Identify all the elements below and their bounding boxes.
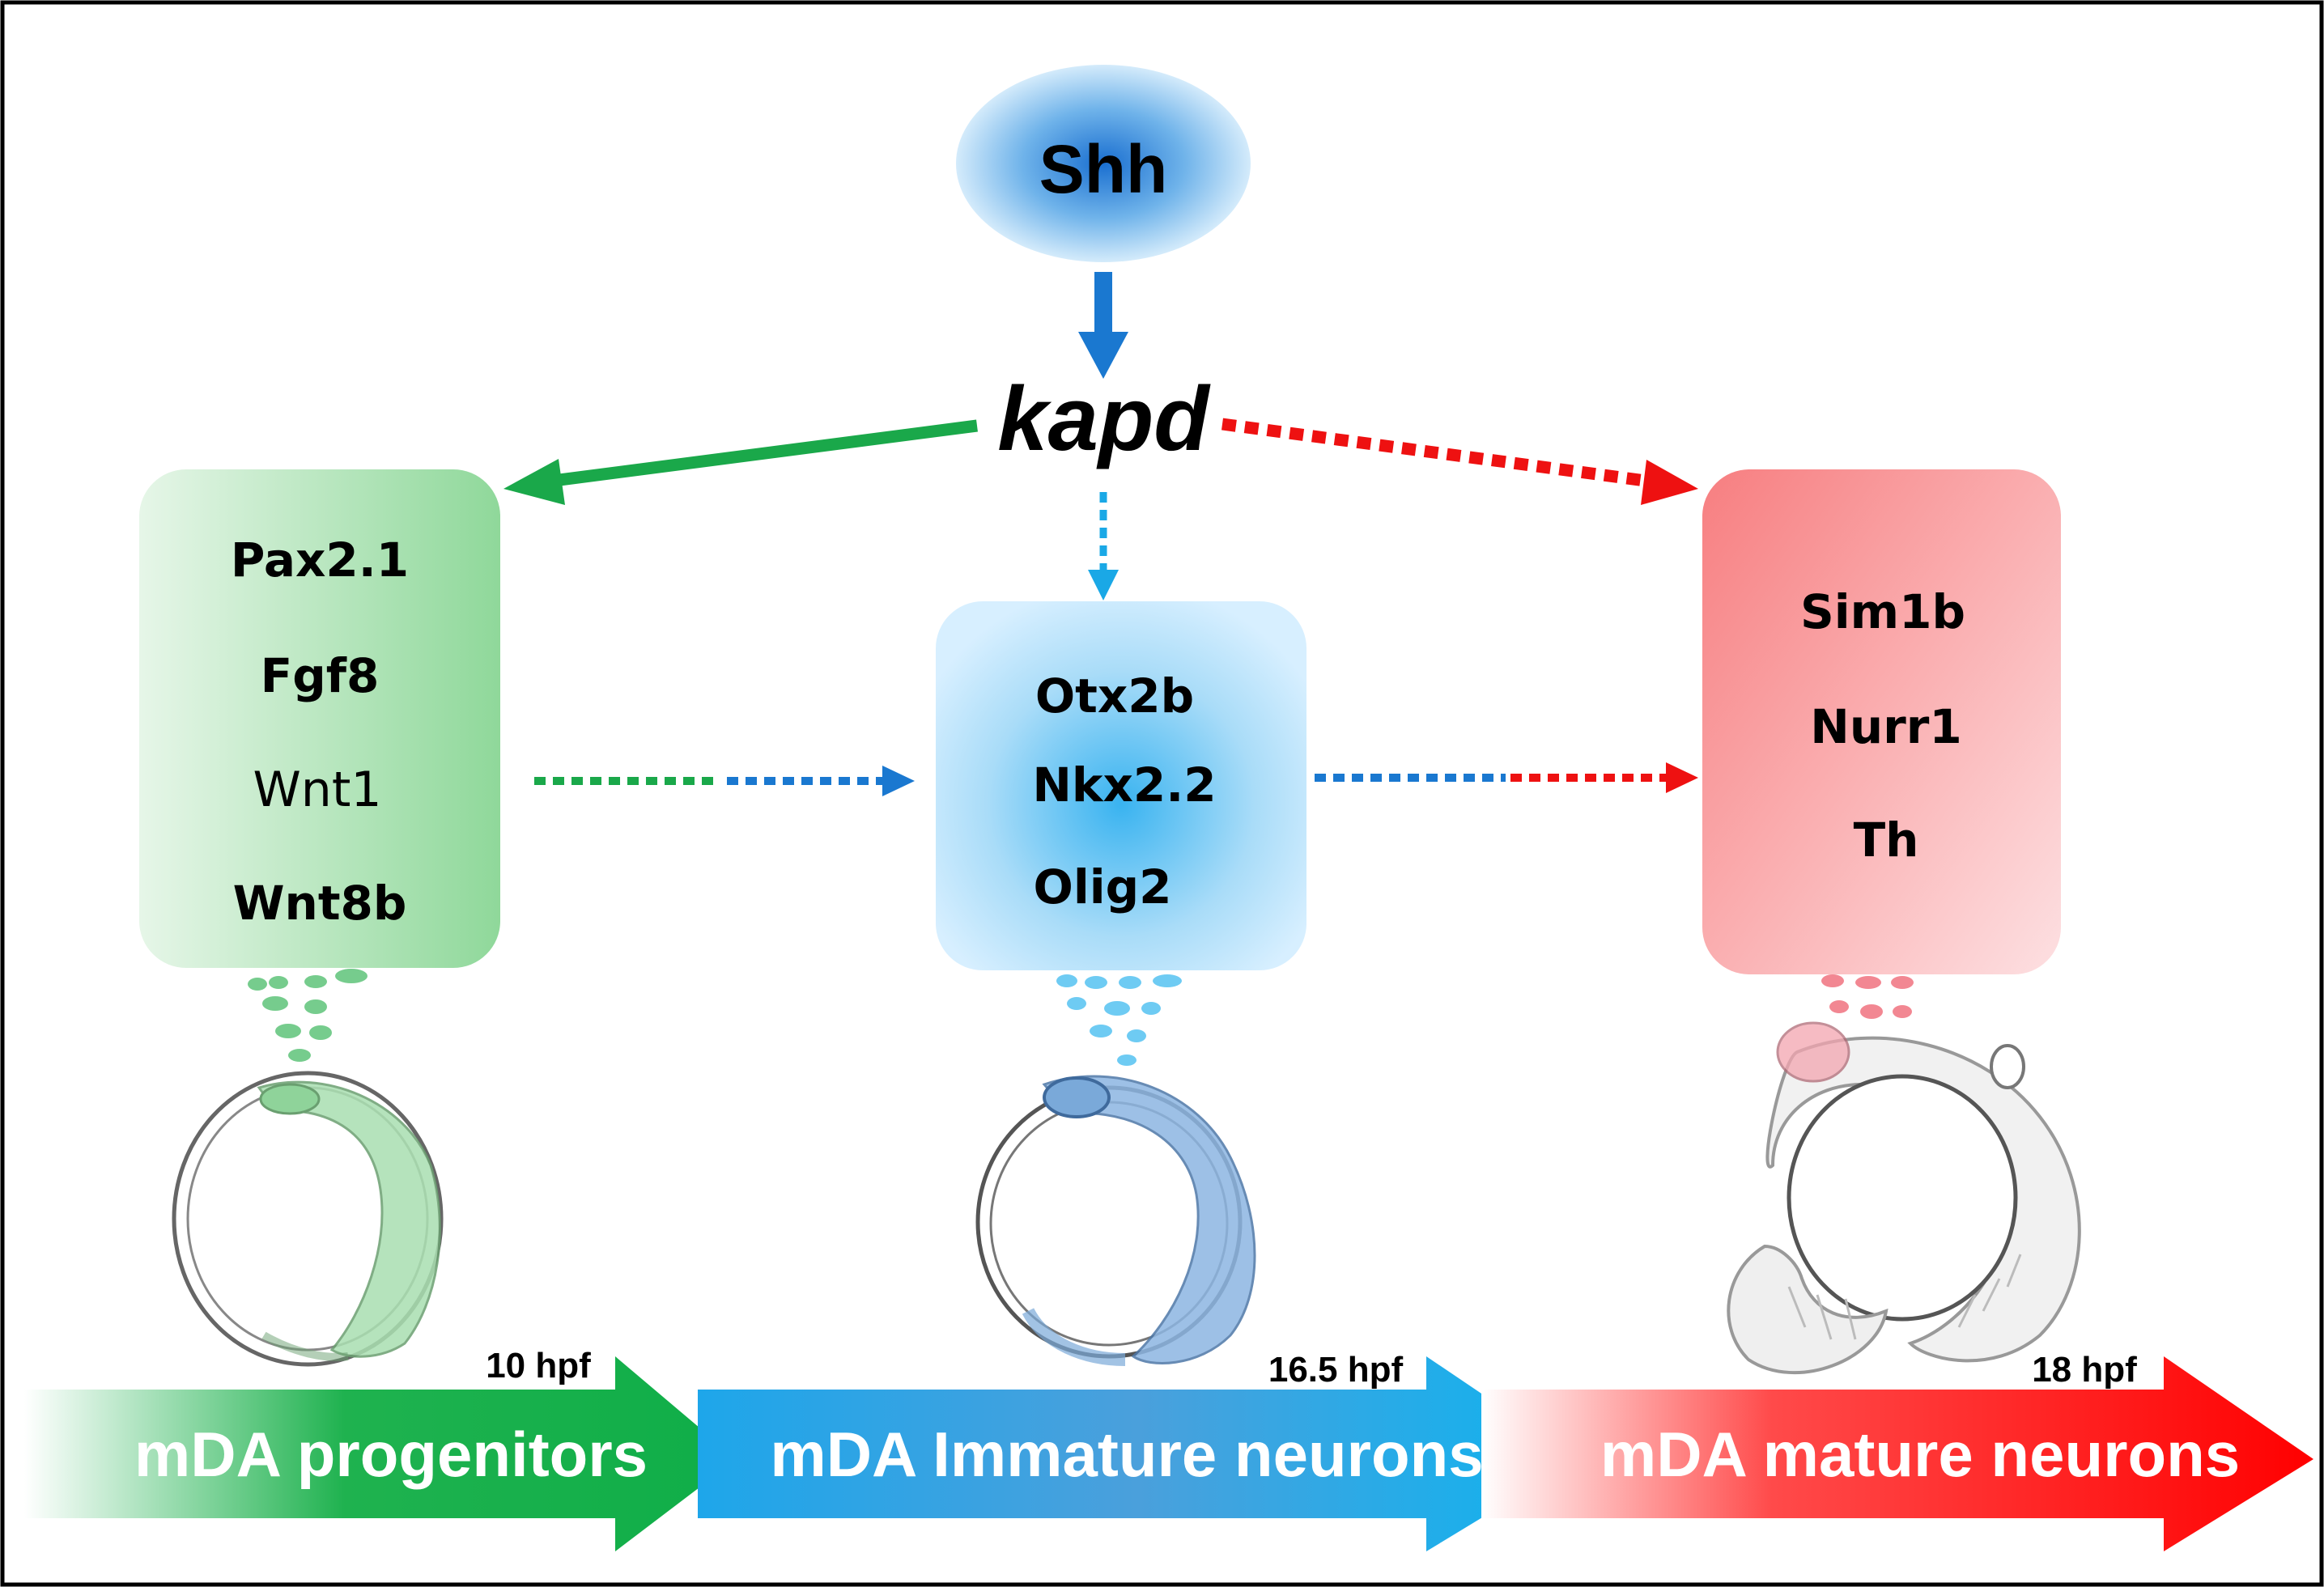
kapd-to-progenitors-arrow [503, 419, 978, 505]
timepoint-18hpf: 18 hpf [2032, 1350, 2137, 1390]
immature-marker-box: Otx2b Nkx2.2 Olig2 [936, 601, 1306, 970]
progenitor-droplets [248, 969, 368, 1062]
marker-th: Th [1854, 813, 1919, 868]
marker-pax2-1: Pax2.1 [231, 533, 409, 588]
marker-nurr1: Nurr1 [1810, 699, 1961, 754]
kapd-to-mature-arrow [1221, 418, 1698, 505]
immature-to-mature-arrow [1315, 762, 1698, 793]
immature-droplets [1056, 974, 1182, 1066]
mature-marker-box: Sim1b Nurr1 Th [1702, 469, 2061, 974]
embryo-10hpf-illustration [172, 1071, 444, 1367]
marker-wnt1: Wnt1 [253, 762, 381, 818]
stage-label-mature: mDA mature neurons [1600, 1419, 2240, 1490]
embryo-16-5hpf-illustration [975, 1075, 1256, 1366]
stage-arrow-immature [698, 1356, 1578, 1551]
timepoint-10hpf: 10 hpf [486, 1346, 591, 1385]
marker-wnt8b: Wnt8b [233, 876, 407, 931]
progenitor-marker-box: Pax2.1 Fgf8 Wnt1 Wnt8b [139, 469, 500, 968]
progenitors-to-immature-arrow [534, 766, 915, 796]
marker-nkx2-2: Nkx2.2 [1032, 757, 1216, 813]
marker-otx2b: Otx2b [1035, 668, 1194, 723]
marker-fgf8: Fgf8 [261, 648, 380, 703]
stage-arrow-mature [1481, 1356, 2313, 1551]
mature-droplets [1821, 974, 1914, 1019]
embryo-18hpf-illustration [1727, 1021, 2081, 1374]
marker-sim1b: Sim1b [1800, 584, 1965, 639]
timepoint-16-5hpf: 16.5 hpf [1268, 1350, 1404, 1390]
stage-arrow-progenitors [24, 1356, 737, 1551]
kapd-label: kapd [997, 368, 1211, 469]
marker-olig2: Olig2 [1034, 859, 1172, 914]
shh-node: Shh [956, 65, 1251, 262]
stage-label-progenitors: mDA progenitors [134, 1419, 648, 1490]
shh-to-kapd-arrow [1078, 272, 1128, 379]
stage-label-immature: mDA Immature neurons [770, 1419, 1483, 1490]
shh-label: Shh [1039, 131, 1168, 207]
kapd-to-immature-arrow [1088, 492, 1119, 600]
